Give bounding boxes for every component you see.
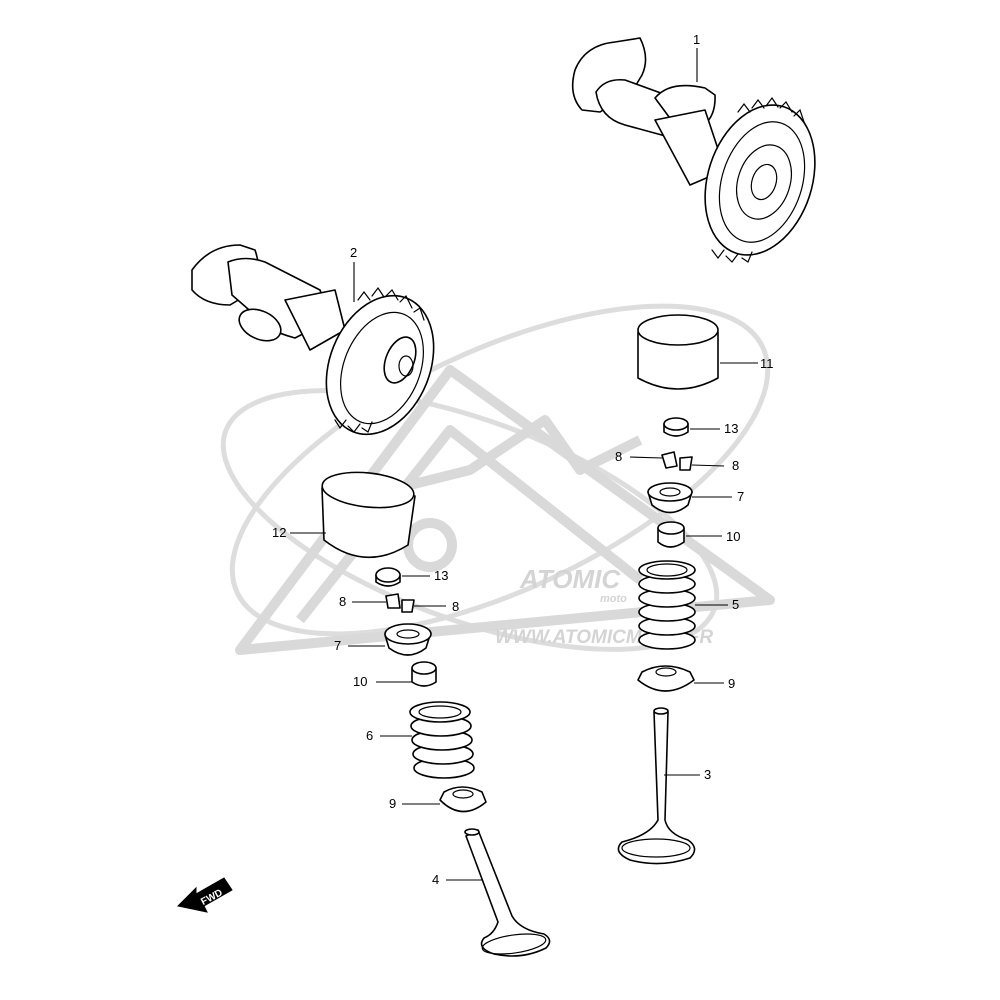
callout-9-left: 9 [389,796,396,811]
forward-arrow: FWD [176,877,233,913]
callout-10-right: 10 [726,529,740,544]
callout-8-right-b: 8 [732,458,739,473]
tappet-right [637,314,719,390]
callout-12: 12 [272,525,286,540]
spring-seat-left [439,786,487,813]
exhaust-valve [617,707,696,865]
callout-7-left: 7 [334,638,341,653]
retainer-right [647,482,693,514]
intake-valve [464,828,551,957]
watermark-brand: ATOMIC [519,564,621,594]
callout-2: 2 [350,245,357,260]
watermark-sub: moto [600,593,627,605]
callout-8-left-a: 8 [339,594,346,609]
stem-seal-left [411,661,437,687]
camshaft-exhaust [571,37,816,263]
callout-13-left: 13 [434,568,448,583]
callout-8-left-b: 8 [452,599,459,614]
leader-lines [290,48,758,881]
callout-labels: 1 2 3 4 5 6 7 7 8 8 8 8 9 9 10 10 11 12 … [272,32,774,887]
shim-left [375,567,401,587]
callout-10-left: 10 [353,674,367,689]
callout-8-right-a: 8 [615,449,622,464]
callout-13-right: 13 [724,421,738,436]
callout-1: 1 [693,32,700,47]
callout-5: 5 [732,597,739,612]
valve-spring-right [638,560,696,650]
callout-9-right: 9 [728,676,735,691]
stem-seal-right [657,521,685,548]
spring-seat-right [637,665,695,692]
valve-spring-left [409,701,475,779]
callout-11: 11 [760,356,774,371]
callout-6: 6 [366,728,373,743]
camshaft-intake [191,244,435,436]
tappet-left [321,471,416,559]
callout-3: 3 [704,767,711,782]
callout-4: 4 [432,872,439,887]
callout-7-right: 7 [737,489,744,504]
cotters-left [385,593,415,613]
shim-right [663,417,689,437]
cotters-right [661,451,693,471]
retainer-left [384,623,432,656]
